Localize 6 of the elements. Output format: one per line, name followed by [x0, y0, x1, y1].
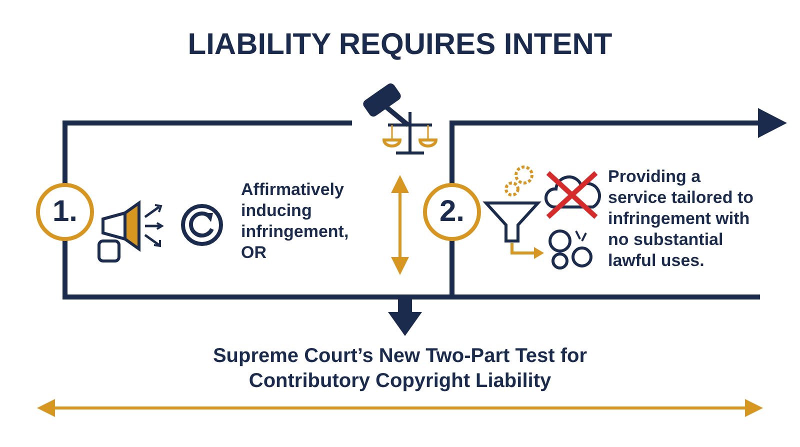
panel-text: Providing a service tailored to infringement with no substantial lawful uses.	[608, 166, 755, 271]
step-number: 2.	[423, 183, 481, 241]
caption: Supreme Court’s New Two-Part Test for Contributory Copyright Liability	[212, 344, 588, 394]
panel-text: Affirmatively inducing infringement, OR	[241, 179, 350, 263]
title: LIABILITY REQUIRES INTENT	[186, 28, 614, 62]
step-number: 1.	[36, 183, 94, 241]
